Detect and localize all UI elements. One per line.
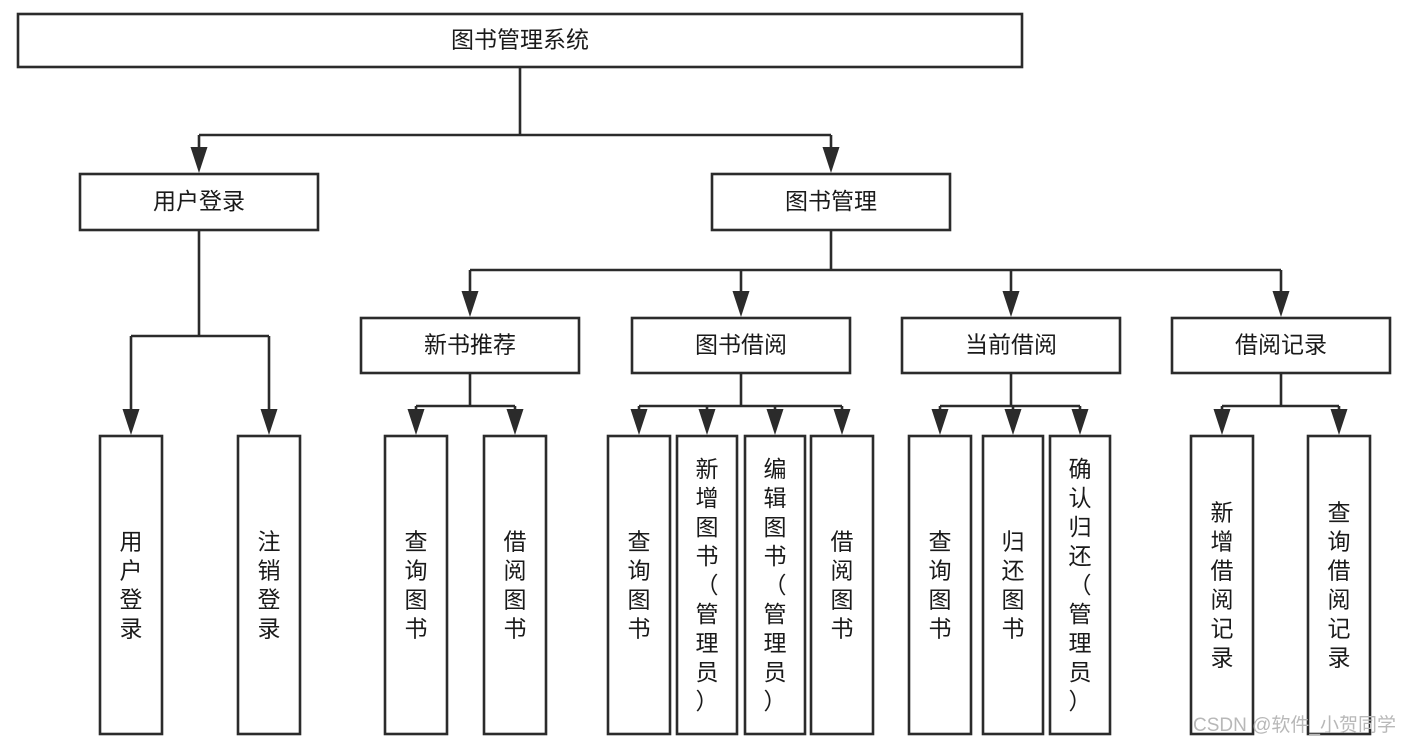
node-box[interactable] <box>606 434 672 736</box>
node-borrow-records[interactable]: 借阅记录 <box>1170 316 1392 375</box>
connectors-layer <box>122 67 1348 435</box>
node-label: 查询图书 <box>628 529 651 642</box>
node-label: 查询图书 <box>405 529 428 642</box>
node-leaf-user-login[interactable]: 用户登录 <box>98 434 164 736</box>
node-box[interactable] <box>16 12 1024 69</box>
node-user-login[interactable]: 用户登录 <box>78 172 320 232</box>
arrow-head-icon <box>1071 409 1089 435</box>
node-box[interactable] <box>1170 316 1392 375</box>
node-label: 当前借阅 <box>965 332 1057 358</box>
node-box[interactable] <box>710 172 952 232</box>
node-label: 注销登录 <box>258 529 281 642</box>
arrow-head-icon <box>1004 409 1022 435</box>
node-box[interactable] <box>482 434 548 736</box>
node-leaf-query-book-recommend[interactable]: 查询图书 <box>383 434 449 736</box>
arrow-head-icon <box>190 147 208 173</box>
node-label: 借阅记录 <box>1235 332 1327 358</box>
node-box[interactable] <box>900 316 1122 375</box>
node-box[interactable] <box>359 316 581 375</box>
node-label: 编辑图书（管理员） <box>764 456 787 714</box>
node-root[interactable]: 图书管理系统 <box>16 12 1024 69</box>
csdn-watermark: CSDN @软件_小贺同学 <box>1193 714 1396 736</box>
arrow-head-icon <box>1213 409 1231 435</box>
node-leaf-add-borrow-record[interactable]: 新增借阅记录 <box>1189 434 1255 736</box>
node-label: 图书借阅 <box>695 332 787 358</box>
node-box[interactable] <box>236 434 302 736</box>
node-leaf-return-book[interactable]: 归还图书 <box>981 434 1045 736</box>
node-box[interactable] <box>383 434 449 736</box>
node-label: 归还图书 <box>1002 529 1025 642</box>
arrow-head-icon <box>766 409 784 435</box>
node-box[interactable] <box>1189 434 1255 736</box>
node-box[interactable] <box>981 434 1045 736</box>
arrow-head-icon <box>407 409 425 435</box>
node-leaf-query-borrow-record[interactable]: 查询借阅记录 <box>1306 434 1372 736</box>
node-box[interactable] <box>78 172 320 232</box>
node-label: 新增图书（管理员） <box>696 456 719 714</box>
node-box[interactable] <box>743 434 807 736</box>
node-leaf-edit-book-admin[interactable]: 编辑图书（管理员） <box>743 434 807 736</box>
node-leaf-borrow-book[interactable]: 借阅图书 <box>809 434 875 736</box>
node-current-borrow[interactable]: 当前借阅 <box>900 316 1122 375</box>
arrow-head-icon <box>1272 291 1290 317</box>
node-label: 图书管理系统 <box>451 27 589 53</box>
node-box[interactable] <box>630 316 852 375</box>
node-box[interactable] <box>907 434 973 736</box>
node-leaf-query-book-borrow[interactable]: 查询图书 <box>606 434 672 736</box>
arrow-head-icon <box>698 409 716 435</box>
arrow-head-icon <box>833 409 851 435</box>
arrow-head-icon <box>260 409 278 435</box>
node-book-management[interactable]: 图书管理 <box>710 172 952 232</box>
node-box[interactable] <box>1048 434 1112 736</box>
arrow-head-icon <box>822 147 840 173</box>
node-leaf-confirm-return-admin[interactable]: 确认归还（管理员） <box>1048 434 1112 736</box>
node-leaf-logout[interactable]: 注销登录 <box>236 434 302 736</box>
node-book-borrow[interactable]: 图书借阅 <box>630 316 852 375</box>
arrow-head-icon <box>732 291 750 317</box>
node-new-book-recommend[interactable]: 新书推荐 <box>359 316 581 375</box>
node-label: 用户登录 <box>120 529 143 642</box>
node-label: 确认归还（管理员） <box>1069 456 1092 714</box>
node-box[interactable] <box>1306 434 1372 736</box>
arrow-head-icon <box>1330 409 1348 435</box>
nodes-layer: 图书管理系统用户登录图书管理新书推荐图书借阅当前借阅借阅记录用户登录注销登录查询… <box>16 12 1392 736</box>
node-label: 图书管理 <box>785 188 877 214</box>
arrow-head-icon <box>461 291 479 317</box>
arrow-head-icon <box>630 409 648 435</box>
node-leaf-add-book-admin[interactable]: 新增图书（管理员） <box>675 434 739 736</box>
node-label: 查询图书 <box>929 529 952 642</box>
node-box[interactable] <box>98 434 164 736</box>
node-box[interactable] <box>809 434 875 736</box>
node-label: 新书推荐 <box>424 332 516 358</box>
arrow-head-icon <box>506 409 524 435</box>
arrow-head-icon <box>931 409 949 435</box>
node-label: 借阅图书 <box>831 529 854 642</box>
node-leaf-query-book-current[interactable]: 查询图书 <box>907 434 973 736</box>
node-box[interactable] <box>675 434 739 736</box>
arrow-head-icon <box>1002 291 1020 317</box>
node-label: 新增借阅记录 <box>1211 500 1234 671</box>
node-leaf-borrow-book-recommend[interactable]: 借阅图书 <box>482 434 548 736</box>
arrow-head-icon <box>122 409 140 435</box>
node-label: 用户登录 <box>153 188 245 214</box>
node-label: 查询借阅记录 <box>1328 500 1351 671</box>
node-label: 借阅图书 <box>504 529 527 642</box>
